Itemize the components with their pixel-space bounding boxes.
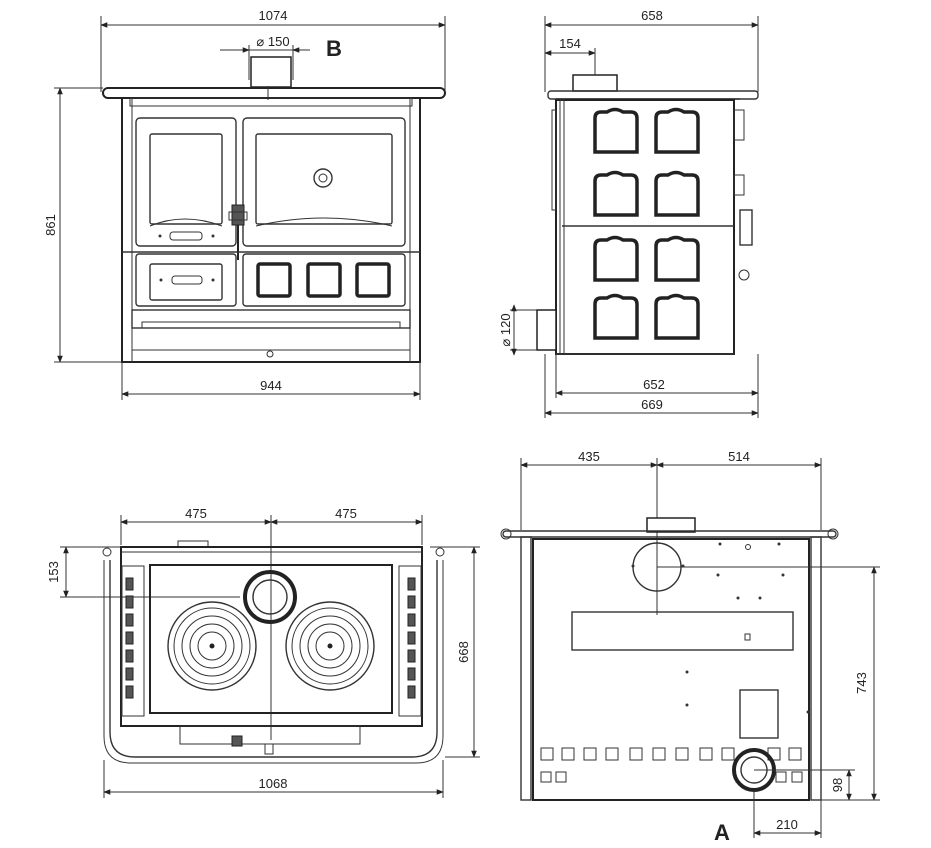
- side-view: 658 154 ⌀ 120: [498, 8, 759, 418]
- plan-half-right-label: 475: [335, 506, 357, 521]
- front-width-body-label: 944: [260, 378, 282, 393]
- view-b-label: B: [326, 36, 342, 61]
- plan-view: 475 475 153 668: [46, 506, 480, 798]
- side-depth-top-label: 658: [641, 8, 663, 23]
- side-depth-total-label: 669: [641, 397, 663, 412]
- side-depth-body-label: 652: [643, 377, 665, 392]
- side-offset-top-label: 154: [559, 36, 581, 51]
- back-view: 435 514: [500, 449, 880, 845]
- plan-width-label: 1068: [259, 776, 288, 791]
- plan-right-hotplate: [285, 601, 375, 691]
- plan-half-left-label: 475: [185, 506, 207, 521]
- plan-offset-label: 153: [46, 561, 61, 583]
- flue-diameter-label: ⌀ 150: [256, 34, 289, 49]
- front-width-top-label: 1074: [259, 8, 288, 23]
- back-height-label: 743: [854, 672, 869, 694]
- plan-left-vents: [121, 565, 145, 717]
- view-a-label: A: [714, 820, 730, 845]
- side-air-diameter-label: ⌀ 120: [498, 313, 513, 346]
- front-height-label: 861: [43, 214, 58, 236]
- plan-depth-label: 668: [456, 641, 471, 663]
- back-right-label: 514: [728, 449, 750, 464]
- plan-right-vents: [398, 565, 422, 717]
- back-left-label: 435: [578, 449, 600, 464]
- back-air-offset-label: 210: [776, 817, 798, 832]
- back-bottom-vents: [540, 747, 803, 783]
- plan-left-hotplate: [167, 601, 257, 691]
- front-view: 1074 ⌀ 150 B 861: [43, 8, 446, 400]
- back-air-height-label: 98: [830, 778, 845, 792]
